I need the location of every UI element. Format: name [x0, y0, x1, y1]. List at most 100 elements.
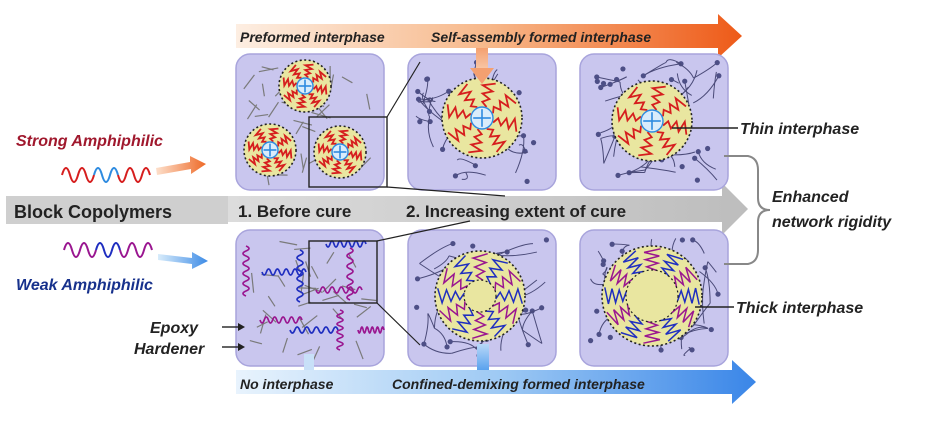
copolymer-chain [606, 304, 631, 326]
network-strand [427, 116, 434, 148]
self-assembly-label: Self-assembly formed interphase [431, 29, 651, 45]
free-copolymer-coil [242, 245, 250, 297]
epoxy-molecule [322, 294, 340, 301]
crosslink-node [594, 308, 600, 314]
epoxy-molecule [294, 247, 311, 251]
copolymer-chain [248, 153, 263, 167]
copolymer-chain [277, 133, 292, 147]
copolymer-chain [277, 147, 293, 160]
network-strand [702, 261, 709, 290]
network-strand [676, 73, 692, 96]
thin-interphase-label: Thin interphase [740, 121, 859, 138]
network-strand [683, 347, 691, 356]
thick-interphase-label: Thick interphase [736, 300, 863, 317]
network-strand [643, 63, 682, 77]
interphase-inner-boundary [463, 279, 497, 313]
confined-demixing-label: Confined-demixing formed interphase [392, 376, 645, 392]
crosslink-node [450, 240, 456, 247]
crosslink-node [600, 261, 606, 268]
copolymer-chain [622, 250, 644, 275]
crosslink-node [446, 88, 452, 94]
free-copolymer-coil [261, 268, 307, 276]
copolymer-chain [436, 287, 465, 306]
copolymer-chain [318, 155, 333, 169]
crosslink-node [658, 347, 664, 353]
crosslink-node [615, 172, 621, 178]
free-copolymer-coil [289, 326, 339, 334]
epoxy-molecule [361, 298, 377, 302]
crosslink-node [682, 78, 688, 84]
copolymer-chain [452, 307, 475, 334]
network-strand [427, 313, 435, 329]
network-strand [531, 310, 543, 344]
crosslink-node [609, 241, 615, 247]
copolymer-chain [330, 159, 343, 175]
copolymer-chain [442, 268, 469, 291]
epoxy-molecule [246, 104, 258, 120]
crosslink-node [424, 76, 430, 82]
copolymer-chain [662, 96, 687, 117]
copolymer-chain [660, 317, 682, 342]
copolymer-chain [247, 140, 263, 153]
zoom-box-bottom [308, 240, 378, 304]
zoom-line-bottom-1 [376, 220, 471, 242]
epoxy-molecule [355, 340, 364, 360]
interphase-domain [434, 250, 526, 342]
epoxy-molecule [268, 101, 279, 118]
crosslink-node [668, 76, 675, 83]
copolymer-chain [676, 286, 700, 305]
crosslink-node [692, 155, 698, 161]
crosslink-node [439, 146, 446, 152]
crosslink-node [415, 96, 422, 102]
copolymer-chain [283, 89, 298, 103]
copolymer-chain [486, 128, 507, 153]
epoxy-molecule [326, 251, 335, 264]
network-strand [692, 302, 711, 327]
epoxy-pointer-head [238, 323, 245, 331]
crosslink-node [695, 149, 701, 155]
weak-amphiphilic-chain-icon [63, 242, 97, 258]
epoxy-molecule [250, 272, 255, 293]
network-rigidity-label: network rigidity [772, 214, 892, 231]
copolymer-chain [627, 86, 648, 111]
epoxy-molecule [358, 157, 372, 171]
copolymer-chain [650, 85, 666, 111]
free-copolymer-coil [259, 316, 303, 324]
before-cure-label: 1. Before cure [238, 202, 351, 221]
crosslink-node [520, 133, 527, 139]
zoom-line-top-2 [386, 186, 506, 197]
copolymer-chain [485, 258, 508, 285]
copolymer-chain [492, 93, 517, 114]
copolymer-chain [343, 159, 357, 174]
copolymer-chain [468, 128, 484, 154]
copolymer-chain [347, 135, 362, 149]
weak-amphiphilic-arrow [158, 252, 208, 269]
copolymer-chain [495, 286, 524, 305]
block-copolymers-box [6, 196, 228, 224]
network-strand [676, 61, 695, 79]
epoxy-molecule [243, 74, 255, 90]
crosslink-node [530, 140, 537, 146]
crosslink-node [694, 177, 700, 183]
crosslink-node [708, 326, 714, 333]
crosslink-node [452, 173, 459, 179]
network-strand [518, 144, 526, 152]
free-copolymer-coil [315, 286, 363, 294]
weak-amphiphilic-chain-icon-end [119, 242, 153, 258]
copolymer-chain [302, 63, 315, 79]
copolymer-chain [673, 266, 698, 288]
epoxy-molecule [249, 340, 263, 345]
hardener-label: Hardener [134, 341, 205, 358]
crosslink-node [679, 237, 685, 243]
copolymer-chain [312, 69, 327, 83]
crosslink-node [690, 237, 696, 243]
cure-progress-arrow [228, 183, 748, 235]
no-interphase-label: No interphase [240, 376, 334, 392]
crosslink-node [594, 74, 600, 80]
crosslink-node [595, 131, 601, 137]
copolymer-chain [662, 119, 688, 135]
epoxy-molecule [261, 66, 274, 71]
copolymer-chain [638, 131, 654, 157]
crosslink-node [705, 145, 711, 152]
